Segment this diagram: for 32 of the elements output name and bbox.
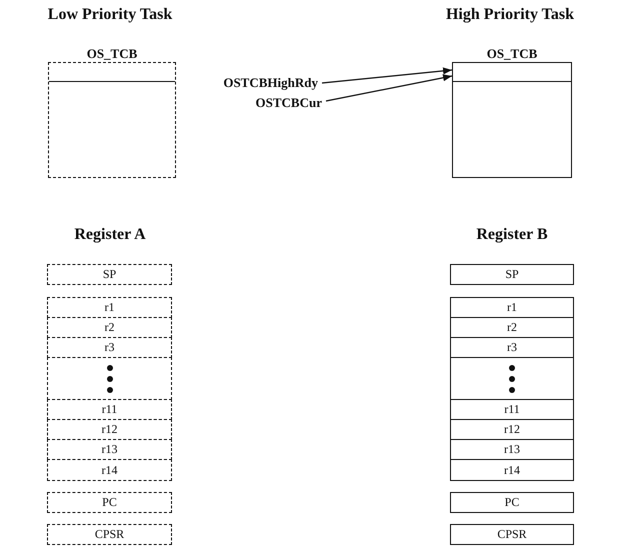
register-slot: PC — [450, 492, 574, 513]
section-title: Register B — [476, 226, 548, 244]
register-slot: PC — [47, 492, 172, 513]
pointer-label: OSTCBCur — [236, 94, 322, 112]
arrow — [322, 67, 452, 84]
register-slot — [47, 357, 172, 400]
register-slot: r2 — [47, 317, 172, 338]
register-slot: SP — [47, 264, 172, 285]
register-slot: r11 — [47, 399, 172, 420]
register-slot: r3 — [450, 337, 574, 358]
section-title: Low Priority Task — [48, 6, 172, 24]
register-slot: r1 — [47, 297, 172, 318]
register-slot: r2 — [450, 317, 574, 338]
register-slot: r14 — [450, 459, 574, 481]
register-slot: CPSR — [47, 524, 172, 545]
tcb-heading: OS_TCB — [86, 46, 138, 62]
register-slot: r12 — [47, 419, 172, 440]
section-title: High Priority Task — [446, 6, 574, 24]
section-title: Register A — [74, 226, 146, 244]
register-slot: r12 — [450, 419, 574, 440]
tcb-heading: OS_TCB — [486, 46, 538, 62]
arrow — [326, 74, 452, 102]
pointer-label: OSTCBHighRdy — [206, 74, 318, 92]
register-slot — [450, 357, 574, 400]
register-slot: r14 — [47, 459, 172, 481]
register-slot: CPSR — [450, 524, 574, 545]
register-slot: r13 — [47, 439, 172, 460]
register-slot: r1 — [450, 297, 574, 318]
register-slot: r11 — [450, 399, 574, 420]
register-slot: SP — [450, 264, 574, 285]
register-slot: r13 — [450, 439, 574, 460]
register-slot: r3 — [47, 337, 172, 358]
